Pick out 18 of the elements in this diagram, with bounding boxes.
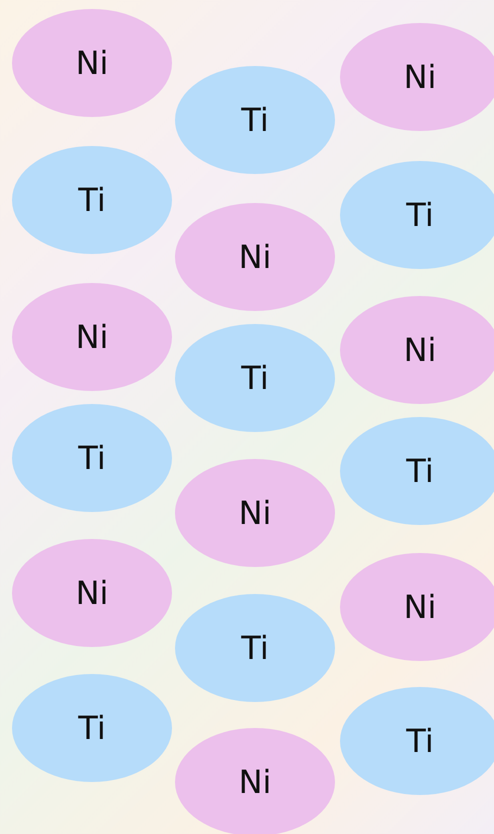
- element-symbol: Ti: [78, 181, 106, 219]
- element-symbol: Ni: [238, 238, 272, 276]
- element-symbol: Ni: [404, 588, 436, 626]
- element-symbol: Ti: [406, 722, 434, 760]
- element-symbol: Ni: [76, 318, 108, 356]
- element-symbol: Ti: [78, 709, 106, 747]
- element-symbol: Ni: [76, 44, 108, 82]
- element-symbol: Ni: [76, 574, 108, 612]
- element-symbol: Ti: [241, 101, 269, 139]
- element-symbol: Ti: [78, 439, 106, 477]
- element-symbol: Ni: [404, 58, 436, 96]
- element-symbol: Ti: [241, 629, 269, 667]
- element-symbol: Ti: [406, 452, 434, 490]
- element-symbol: Ni: [238, 494, 272, 532]
- element-symbol: Ni: [404, 331, 436, 369]
- element-symbol: Ni: [238, 763, 272, 801]
- element-symbol: Ti: [241, 359, 269, 397]
- element-symbol: Ti: [406, 196, 434, 234]
